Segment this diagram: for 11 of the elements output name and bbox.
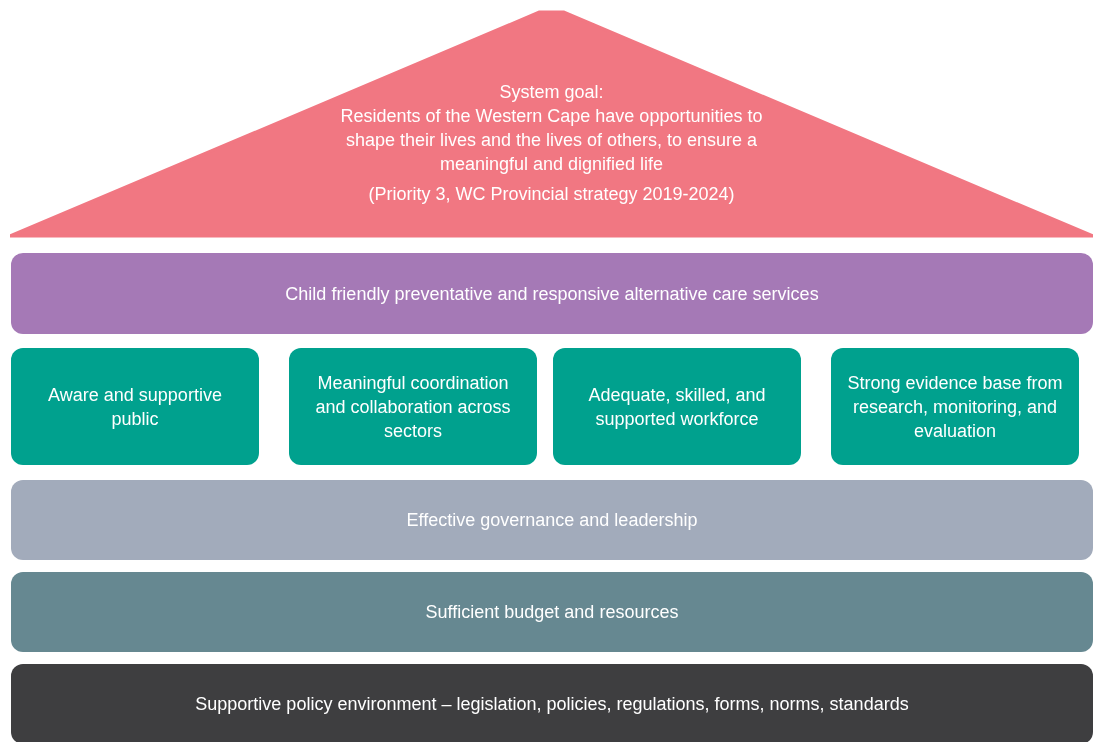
goal-heading: System goal:: [498, 81, 605, 104]
pillar-box: Meaningful coordination and collaboration across sectors: [289, 348, 537, 465]
layer-band: Effective governance and leadership: [11, 480, 1093, 560]
source-note: (Priority 3, WC Provincial strategy 2019-2024): [367, 183, 736, 206]
pillar-box: Adequate, skilled, and supported workforce: [553, 348, 801, 465]
layer-band: Supportive policy environment – legislation, policies, regulations, forms, norms, standards: [11, 664, 1093, 742]
layer-band: Sufficient budget and resources: [11, 572, 1093, 652]
pillar-box: Aware and supportive public: [11, 348, 259, 465]
goal-text: Residents of the Western Cape have opportunities to shape their lives and the lives of others, to ensure a meaningful and dignified life: [339, 105, 764, 176]
pillar-box: Strong evidence base from research, monitoring, and evaluation: [831, 348, 1079, 465]
layer-band: Child friendly preventative and responsive alternative care services: [11, 253, 1093, 334]
